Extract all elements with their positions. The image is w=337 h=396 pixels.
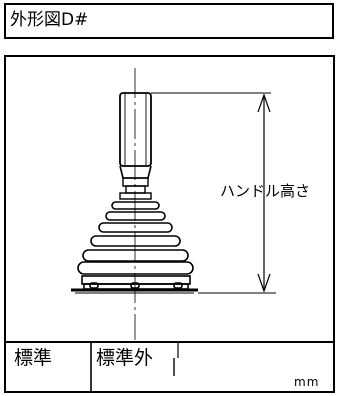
standard-label: 標準 xyxy=(14,347,53,369)
title-box: 外形図D# xyxy=(4,3,334,39)
handle-grip xyxy=(119,92,152,167)
unit-label: mm xyxy=(294,375,320,389)
nonstandard-label: 標準外 xyxy=(96,347,154,369)
handle-height-label: ハンドル高さ xyxy=(220,182,311,200)
bellows-boot xyxy=(77,201,194,275)
base-plate xyxy=(81,275,191,290)
dimension-arrow-top xyxy=(257,93,271,113)
drawing-frame xyxy=(4,55,335,393)
handle-collar xyxy=(119,165,152,179)
drawing-title: 外形図D# xyxy=(10,10,89,30)
dimension-arrow-bottom xyxy=(257,273,271,293)
